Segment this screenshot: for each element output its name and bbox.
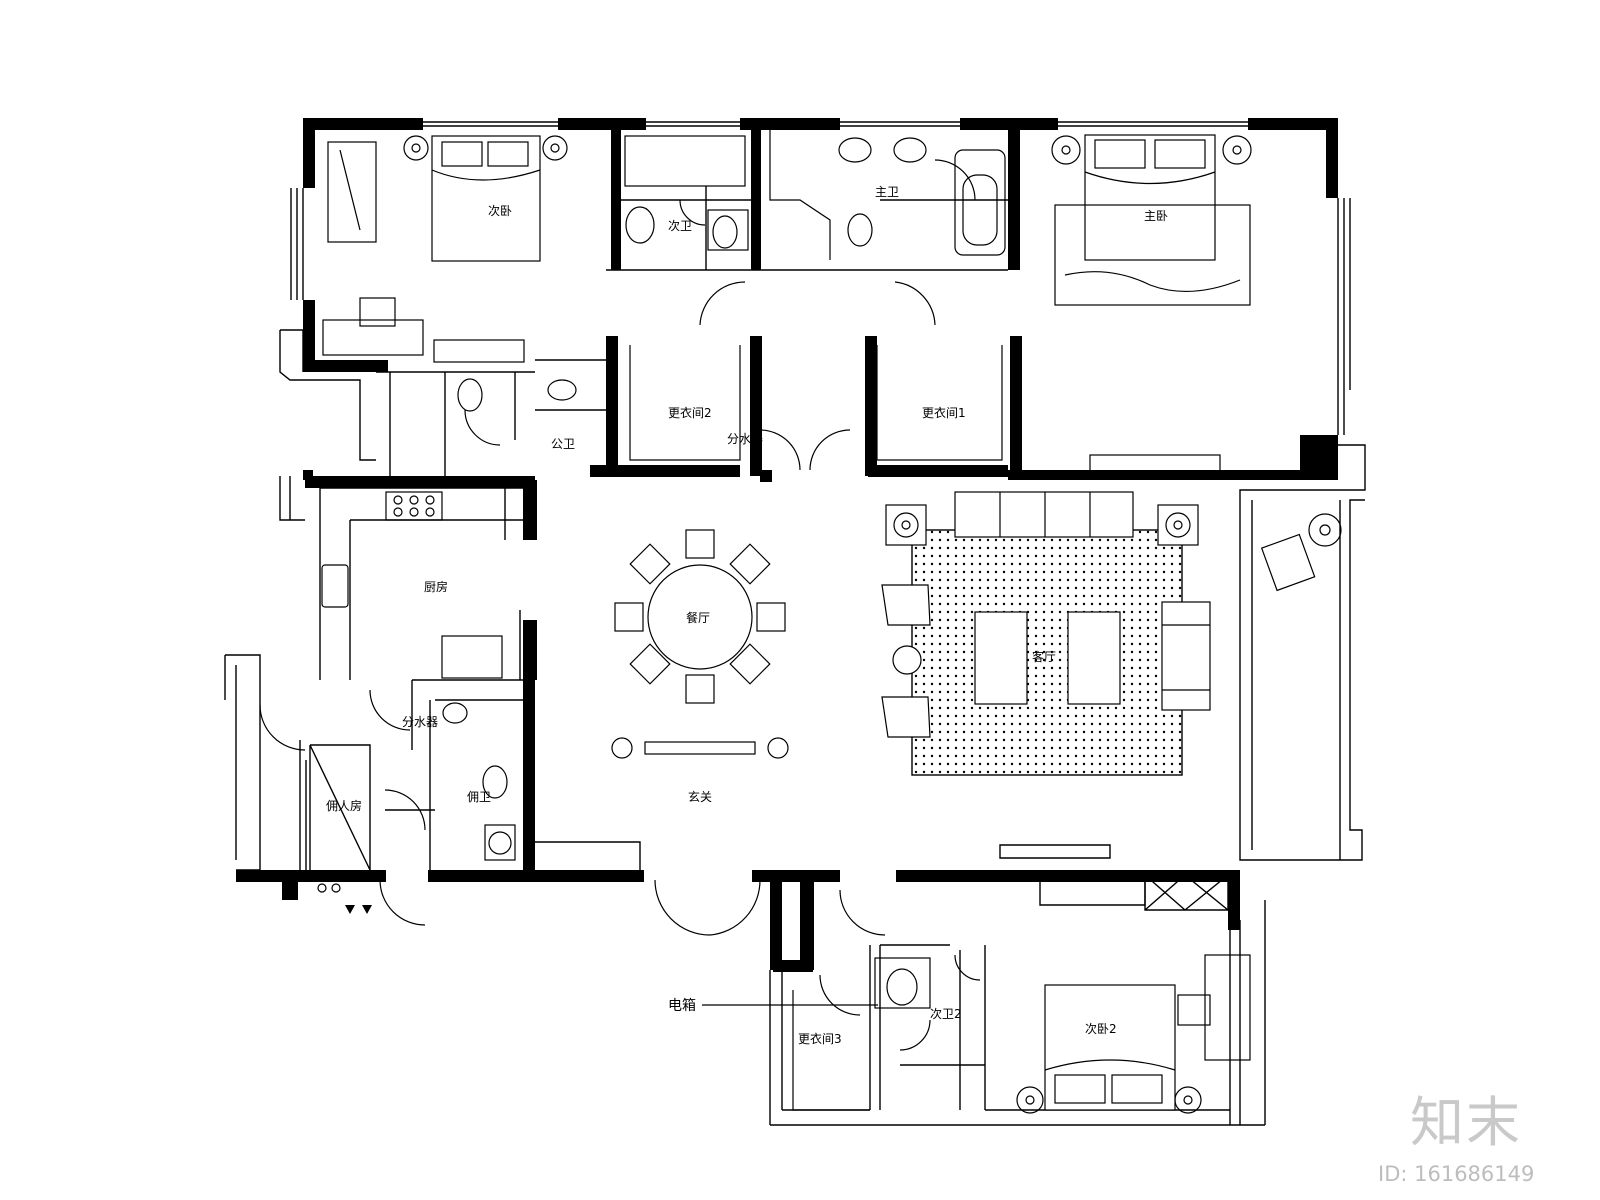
watermark-id: ID: 161686149: [1378, 1162, 1535, 1186]
label-living: 客厅: [1032, 649, 1056, 664]
label-water-divider-top: 分水器: [727, 432, 763, 446]
label-servant-room: 佣人房: [326, 798, 362, 813]
label-closet-2: 更衣间2: [668, 405, 712, 420]
furniture: [317, 130, 1342, 1114]
room-labels: 次卧 次卫 主卫 主卧 更衣间2 更衣间1 公卫 分水器 厨房 餐厅 客厅 分水…: [326, 185, 1168, 1046]
door-swings: [259, 159, 981, 1051]
label-dining: 餐厅: [686, 610, 710, 625]
label-closet-1: 更衣间1: [922, 405, 966, 420]
label-foyer: 玄关: [688, 789, 712, 804]
label-second-bath: 次卫: [668, 219, 692, 233]
label-water-divider-bottom: 分水器: [402, 715, 438, 729]
label-second-bedroom: 次卧: [488, 204, 512, 218]
label-closet-3: 更衣间3: [798, 1031, 842, 1046]
label-servant-bath: 佣卫: [467, 790, 491, 804]
label-master-bath: 主卫: [875, 185, 899, 199]
label-second-bedroom-2: 次卧2: [1085, 1022, 1117, 1036]
watermark-logo: 知末: [1410, 1091, 1522, 1154]
label-second-bath-2: 次卫2: [930, 1007, 962, 1021]
label-public-bath: 公卫: [551, 437, 575, 451]
label-kitchen: 厨房: [424, 579, 448, 594]
label-master-bedroom: 主卧: [1144, 209, 1168, 223]
thin-partitions: [224, 121, 1366, 1126]
label-electric-box: 电箱: [668, 998, 696, 1014]
walls: [236, 118, 1338, 972]
